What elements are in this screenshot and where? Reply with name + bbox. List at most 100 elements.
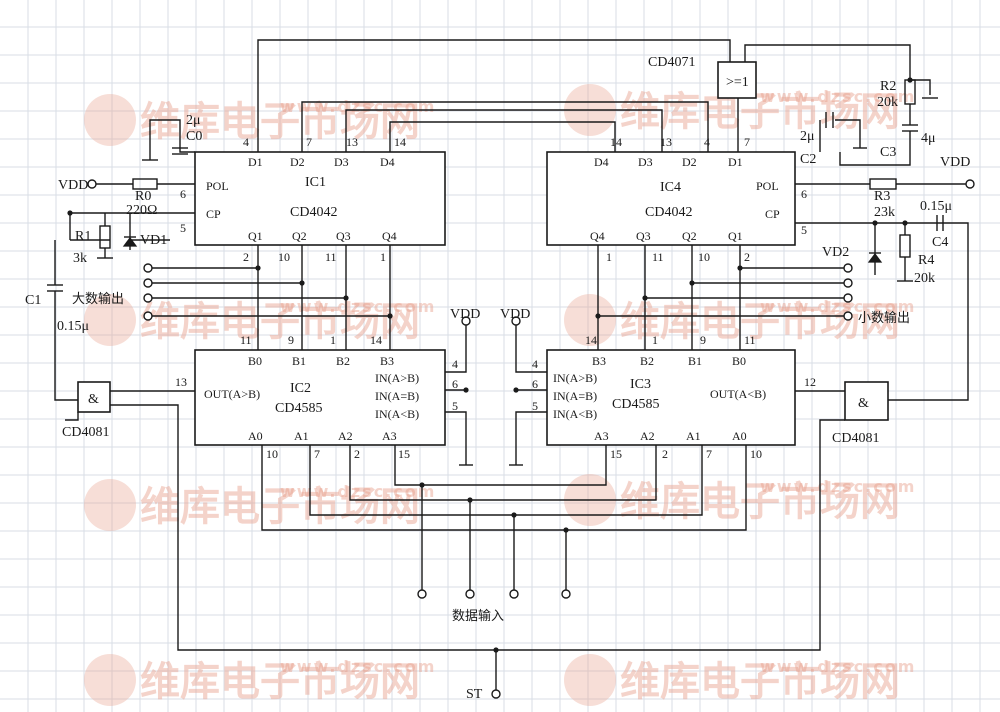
c1-value: 0.15μ xyxy=(57,319,89,334)
st-label: ST xyxy=(466,687,483,702)
watermark-url: www.dzsc.com xyxy=(760,477,916,496)
watermark-text: 维库电子市场网 xyxy=(140,484,420,530)
pin-number: 10 xyxy=(278,250,290,264)
r1-name: R1 xyxy=(75,229,91,244)
pin-label: Q4 xyxy=(590,229,605,243)
pin-number: 7 xyxy=(306,135,312,149)
vdd-label-ic2: VDD xyxy=(450,307,480,322)
pin-number: 4 xyxy=(704,135,710,149)
r2-value: 20k xyxy=(877,95,898,110)
c1-name: C1 xyxy=(25,293,41,308)
capacitor-c0 xyxy=(172,147,188,155)
pin-number: 6 xyxy=(801,187,807,201)
pin-number: 5 xyxy=(180,221,186,235)
c2-name: C2 xyxy=(800,152,816,167)
pin-label: IN(A>B) xyxy=(553,371,597,385)
pin-label: IN(A=B) xyxy=(375,389,419,403)
diode-vd2 xyxy=(867,250,883,275)
c0-value: 2μ xyxy=(186,113,201,128)
c4-value: 0.15μ xyxy=(920,199,952,214)
pin-label: IN(A<B) xyxy=(375,407,419,421)
ic2-chip xyxy=(194,349,446,446)
r3-name: R3 xyxy=(874,189,890,204)
watermark-text: 维库电子市场网 xyxy=(620,299,900,345)
pin-number: 4 xyxy=(243,135,249,149)
pin-number: 5 xyxy=(801,223,807,237)
ic2-name: IC2 xyxy=(290,381,311,396)
capacitor-c3 xyxy=(902,124,918,142)
watermark-text: 维库电子市场网 xyxy=(620,659,900,705)
pin-label: B0 xyxy=(248,354,262,368)
pin-label: OUT(A>B) xyxy=(204,387,260,401)
watermark-text: 维库电子市场网 xyxy=(140,659,420,705)
ic3-part: CD4585 xyxy=(612,397,659,412)
r0-value: 220Ω xyxy=(126,203,157,218)
vd1-name: VD1 xyxy=(140,233,167,248)
watermark-text: 维库电子市场网 xyxy=(620,89,900,135)
watermark: 维库电子市场网 www.dzsc.com 维库电子市场网 www.dzsc.co… xyxy=(84,84,916,706)
pin-label: Q2 xyxy=(682,229,697,243)
pin-number: 7 xyxy=(744,135,750,149)
pin-label: IN(A>B) xyxy=(375,371,419,385)
or-gate-symbol: >=1 xyxy=(726,75,749,90)
watermark-url: www.dzsc.com xyxy=(280,97,436,116)
pin-label: Q3 xyxy=(336,229,351,243)
pin-label: OUT(A<B) xyxy=(710,387,766,401)
c0-name: C0 xyxy=(186,129,202,144)
watermark-url: www.dzsc.com xyxy=(280,657,436,676)
pin-label: POL xyxy=(206,179,229,193)
junctions xyxy=(67,77,913,653)
ic3-chip xyxy=(546,349,796,446)
pin-number: 6 xyxy=(180,187,186,201)
vdd-label-ic3: VDD xyxy=(500,307,530,322)
pin-label: D1 xyxy=(728,155,743,169)
pin-number: 7 xyxy=(314,447,320,461)
pin-label: Q2 xyxy=(292,229,307,243)
watermark-text: 维库电子市场网 xyxy=(620,479,900,525)
watermark-text: 维库电子市场网 xyxy=(140,299,420,345)
pin-number: 6 xyxy=(532,377,538,391)
pin-label: D2 xyxy=(290,155,305,169)
r2-name: R2 xyxy=(880,79,896,94)
ic1-labels: IC1 CD4042 D1 D2 D3 D4 POL CP Q1 Q2 Q3 Q… xyxy=(180,135,406,264)
or-gate-part: CD4071 xyxy=(648,55,695,70)
pin-label: Q1 xyxy=(248,229,263,243)
pin-number: 14 xyxy=(394,135,406,149)
resistor-r4 xyxy=(899,234,911,281)
capacitor-c4 xyxy=(936,215,944,231)
ic3-name: IC3 xyxy=(630,377,651,392)
resistor-r2 xyxy=(904,79,916,105)
pin-number: 1 xyxy=(606,250,612,264)
r0-name: R0 xyxy=(135,189,151,204)
diode-vd1 xyxy=(122,213,138,250)
pin-number: 11 xyxy=(240,333,252,347)
pin-label: B1 xyxy=(292,354,306,368)
and-gate-left xyxy=(77,381,111,413)
pin-number: 5 xyxy=(452,399,458,413)
pin-number: 10 xyxy=(750,447,762,461)
watermark-url: www.dzsc.com xyxy=(760,657,916,676)
c4-name: C4 xyxy=(932,235,948,250)
pin-label: D2 xyxy=(682,155,697,169)
pin-number: 14 xyxy=(585,333,597,347)
r1-value: 3k xyxy=(73,251,87,266)
pin-label: POL xyxy=(756,179,779,193)
pin-number: 13 xyxy=(660,135,672,149)
pin-label: Q3 xyxy=(636,229,651,243)
pin-number: 6 xyxy=(452,377,458,391)
pin-label: D3 xyxy=(638,155,653,169)
and-gate-right xyxy=(844,381,889,421)
pin-number: 11 xyxy=(325,250,337,264)
pin-label: A1 xyxy=(294,429,309,443)
pin-label: B3 xyxy=(592,354,606,368)
vd2-name: VD2 xyxy=(822,245,849,260)
vdd-label-left: VDD xyxy=(58,178,88,193)
pin-label: D4 xyxy=(380,155,395,169)
watermark-text: 维库电子市场网 xyxy=(140,99,420,145)
pin-label: B2 xyxy=(336,354,350,368)
ic1-part: CD4042 xyxy=(290,205,337,220)
c3-value: 4μ xyxy=(921,131,936,146)
pin-label: Q1 xyxy=(728,229,743,243)
pin-label: D1 xyxy=(248,155,263,169)
